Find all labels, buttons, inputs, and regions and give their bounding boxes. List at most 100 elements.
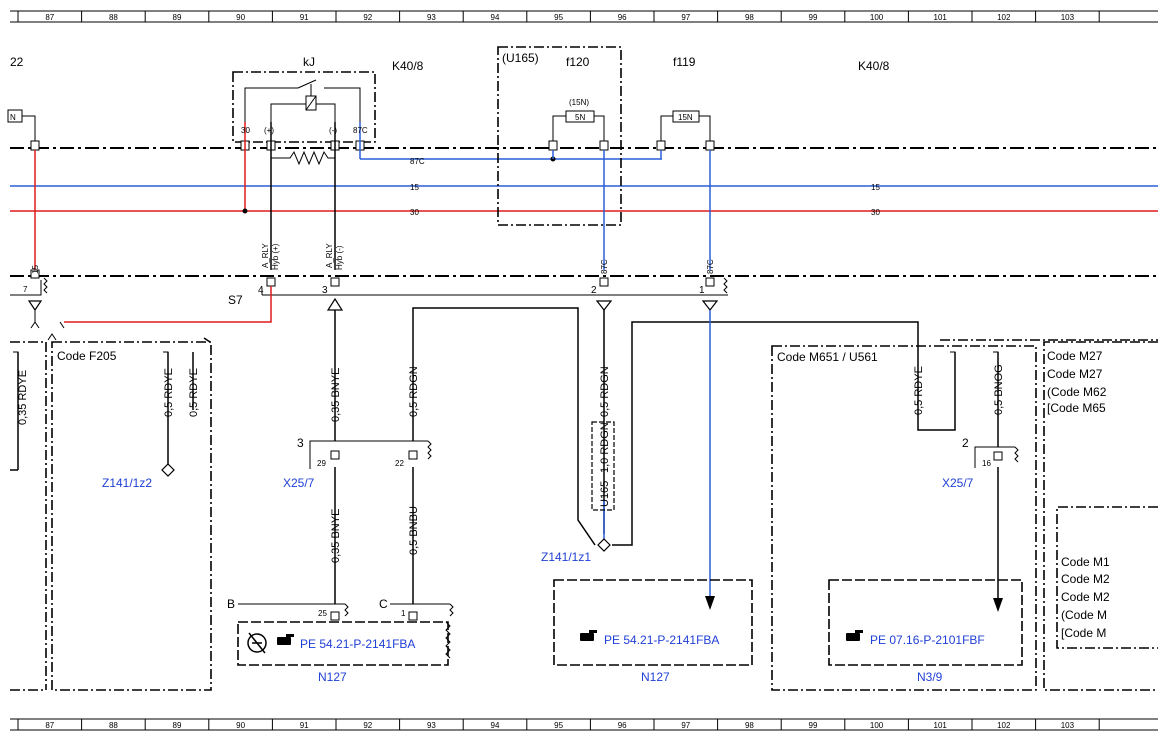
- ruler-label: 99: [809, 721, 818, 730]
- ruler-label: 89: [173, 13, 182, 22]
- n127-box-zigzag: [445, 621, 451, 659]
- u165-box: [497, 46, 622, 226]
- label-w-035-rdye: 0,35 RDYE: [17, 370, 29, 425]
- label-code-m65: [Code M65: [1047, 401, 1106, 415]
- label-conn-7: 7: [23, 285, 28, 294]
- ref-pe-2[interactable]: PE 54.21-P-2141FBA: [604, 633, 719, 647]
- label-pin-3: 3: [322, 285, 328, 296]
- ruler-label: 88: [109, 721, 118, 730]
- label-f119: f119: [673, 55, 696, 69]
- label-a-rly-2: A_RLY: [325, 243, 334, 268]
- ref-n127-b[interactable]: N127: [641, 670, 670, 684]
- ref-z141-1z2[interactable]: Z141/1z2: [102, 476, 152, 490]
- ref-pe-3[interactable]: PE 07.16-P-2101FBF: [870, 633, 985, 647]
- label-s7: S7: [228, 293, 243, 307]
- arrow-f119: [705, 596, 715, 610]
- label-pin-minus: (-): [329, 126, 337, 135]
- ground-zigzag-s7: [723, 277, 728, 294]
- label-pin-2: 2: [591, 285, 597, 296]
- junction-30: [242, 208, 248, 214]
- ref-z141-1z1[interactable]: Z141/1z1: [541, 550, 591, 564]
- label-code-f205: Code F205: [57, 349, 117, 363]
- label-hyb-plus: Hyb (+): [271, 243, 280, 270]
- ruler-label: 90: [236, 13, 245, 22]
- n127-connector: [238, 603, 454, 621]
- label-pin-4: 4: [258, 285, 264, 296]
- label-w-05-rdye-a: 0,5 RDYE: [163, 368, 175, 417]
- label-k40-8-b: K40/8: [858, 59, 890, 73]
- left-conn-bracket: [10, 280, 42, 296]
- n127-box-left: [237, 621, 449, 666]
- ref-x25-7-a[interactable]: X25/7: [283, 476, 315, 490]
- label-pin-25: 25: [318, 609, 327, 618]
- label-wire-15-a: 15: [410, 183, 419, 192]
- label-w-05-rdye-c: 0,5 RDYE: [913, 366, 925, 415]
- ruler-label: 99: [809, 13, 818, 22]
- relay-kj-internals: [244, 79, 361, 122]
- lower-wires: [10, 286, 999, 604]
- s7-split-mark: [30, 321, 65, 341]
- label-pin-16: 16: [982, 459, 991, 468]
- label-w-05-bnog: 0,5 BNOG: [993, 364, 1005, 415]
- splice-z141-1z2: [161, 463, 175, 477]
- ruler-label: 100: [870, 721, 884, 730]
- x25-7-left: [309, 440, 432, 469]
- fuse-f120: [552, 110, 605, 141]
- ruler-label: 92: [363, 13, 372, 22]
- ruler-label: 97: [681, 13, 690, 22]
- ruler-label: 103: [1061, 721, 1075, 730]
- label-22: 22: [10, 55, 24, 69]
- ruler-label: 96: [618, 13, 627, 22]
- label-code-m2-a: Code M2: [1061, 572, 1110, 586]
- ruler-label: 90: [236, 721, 245, 730]
- ruler-label: 87: [45, 13, 54, 22]
- ref-pe-1[interactable]: PE 54.21-P-2141FBA: [300, 637, 415, 651]
- label-wire-15-b: 15: [871, 183, 880, 192]
- ruler-label: 96: [618, 721, 627, 730]
- ref-n127-a[interactable]: N127: [318, 670, 347, 684]
- label-left-n: N: [10, 113, 16, 122]
- label-conn-87c-a: 87C: [600, 259, 609, 274]
- label-wire-30-a: 30: [410, 208, 419, 217]
- label-code-m-a: (Code M: [1061, 608, 1107, 622]
- left-n-box: [7, 109, 23, 123]
- hand-pointer-icon: [846, 630, 863, 641]
- ruler-label: 100: [870, 13, 884, 22]
- label-conn-87c-b: 87C: [706, 259, 715, 274]
- label-wire-87c: 87C: [410, 157, 425, 166]
- splice-z141-1z1: [597, 538, 611, 552]
- u165-vertical-box: [591, 421, 615, 511]
- hook-marks: [13, 351, 999, 357]
- label-a-rly-1: A_RLY: [261, 243, 270, 268]
- ground-zigzag-left: [43, 277, 48, 294]
- wire-hooks: [163, 351, 169, 357]
- ref-x25-7-b[interactable]: X25/7: [942, 476, 974, 490]
- hand-pointer-icon: [277, 634, 294, 645]
- ref-n3-9[interactable]: N3/9: [917, 670, 943, 684]
- label-pin-plus: (+): [264, 126, 274, 135]
- label-pin-1: 1: [401, 609, 406, 618]
- label-hyb-minus: Hyb (-): [335, 245, 344, 270]
- label-conn-15: 15: [31, 265, 40, 274]
- ruler-label: 95: [554, 721, 563, 730]
- label-code-m27-b: Code M27: [1047, 367, 1103, 381]
- label-b: B: [227, 597, 235, 611]
- relay-wires: [34, 122, 361, 270]
- label-code-m27-a: Code M27: [1047, 349, 1103, 363]
- ruler-label: 87: [45, 721, 54, 730]
- direction-triangles: [27, 297, 719, 312]
- label-kj: kJ: [303, 55, 315, 69]
- label-x25-2: 2: [962, 436, 969, 450]
- ruler-label: 98: [745, 721, 754, 730]
- resistor: [271, 150, 335, 166]
- label-code-m2-b: Code M2: [1061, 590, 1110, 604]
- ruler-label: 94: [491, 721, 500, 730]
- label-pin-87c: 87C: [353, 126, 368, 135]
- motor-icon: [247, 632, 267, 654]
- label-fuse-15n-top: (15N): [569, 98, 589, 107]
